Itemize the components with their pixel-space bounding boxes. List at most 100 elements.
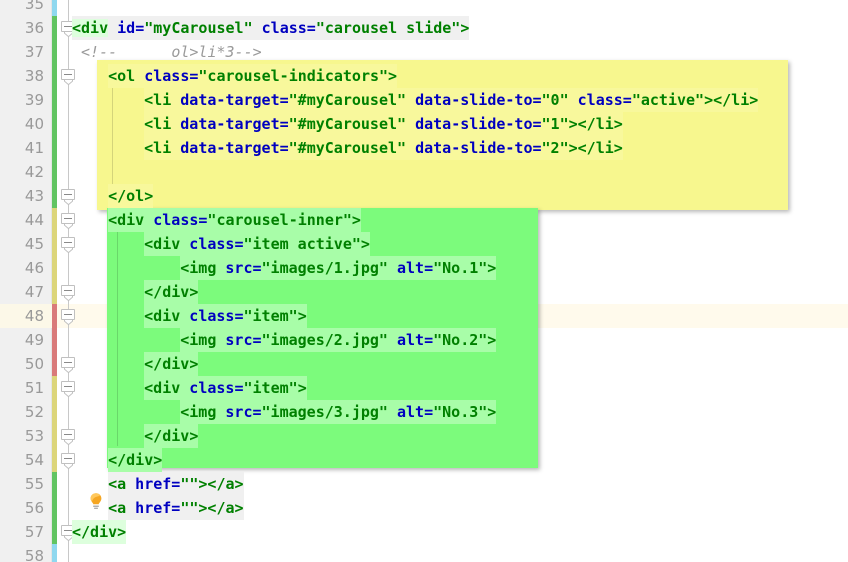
code-token: > (613, 139, 623, 157)
code-token: "item" (243, 379, 298, 397)
line-number: 55 (24, 475, 44, 493)
code-token: <img (180, 259, 217, 277)
code-token: <a (108, 475, 127, 493)
vcs-strip-segment[interactable] (52, 208, 57, 304)
indent-guide-yellow (112, 84, 113, 200)
line-number: 48 (24, 307, 44, 325)
code-line[interactable]: <a href=""></a> (108, 496, 244, 520)
line-number: 58 (24, 547, 44, 562)
lightbulb-icon[interactable] (86, 491, 106, 515)
code-token: alt= (387, 403, 434, 421)
code-line[interactable]: </div> (72, 520, 127, 544)
code-line[interactable]: <div class="item"> (144, 376, 307, 400)
code-token: <a (108, 499, 127, 517)
code-line[interactable]: <img src="images/1.jpg" alt="No.1"> (180, 256, 497, 280)
code-token: "#myCarousel" (288, 115, 407, 133)
code-line[interactable]: </div> (144, 280, 199, 304)
fold-toggle-icon[interactable] (61, 357, 76, 373)
line-number: 54 (24, 451, 44, 469)
code-token: "images/3.jpg" (261, 403, 388, 421)
code-token: <div (144, 235, 181, 253)
code-token: id= (108, 19, 145, 37)
vcs-strip-segment[interactable] (52, 472, 57, 544)
code-token: <div (144, 307, 181, 325)
code-token: "images/2.jpg" (261, 331, 388, 349)
fold-toggle-icon[interactable] (61, 453, 76, 469)
vcs-strip-segment[interactable] (52, 0, 57, 16)
code-line[interactable]: <div class="carousel-inner"> (108, 208, 361, 232)
code-line[interactable]: <a href=""></a> (108, 472, 244, 496)
gutter-divider (51, 0, 52, 562)
code-token: "2" (541, 139, 569, 157)
code-token: </li (577, 139, 614, 157)
code-token: data-target= (171, 139, 289, 157)
fold-toggle-icon[interactable] (61, 285, 76, 301)
vcs-strip-segment[interactable] (52, 544, 57, 562)
code-line[interactable]: </div> (108, 448, 163, 472)
code-token: </div (144, 283, 190, 301)
code-token: > (297, 379, 307, 397)
code-line[interactable]: <div id="myCarousel" class="carousel sli… (72, 16, 470, 40)
code-token: > (189, 427, 199, 445)
code-token: "carousel slide" (315, 19, 461, 37)
code-line[interactable]: <ol class="carousel-indicators"> (108, 64, 398, 88)
code-line[interactable]: <div class="item active"> (144, 232, 370, 256)
line-number: 36 (24, 19, 44, 37)
fold-toggle-icon[interactable] (61, 237, 76, 253)
code-line[interactable]: <div class="item"> (144, 304, 307, 328)
line-number: 37 (24, 43, 44, 61)
code-token: > (198, 499, 208, 517)
code-token: </a (207, 475, 235, 493)
vcs-strip-segment[interactable] (52, 304, 57, 376)
code-line[interactable]: <!-- ol>li*3--> (81, 40, 262, 64)
code-token: > (351, 211, 361, 229)
fold-toggle-icon[interactable] (61, 381, 76, 397)
code-line[interactable]: <li data-target="#myCarousel" data-slide… (144, 112, 623, 136)
code-line[interactable]: <li data-target="#myCarousel" data-slide… (144, 136, 623, 160)
code-token: > (704, 91, 714, 109)
line-number: 47 (24, 283, 44, 301)
code-token: <li (144, 139, 172, 157)
code-token: > (460, 19, 470, 37)
code-line[interactable]: </div> (144, 352, 199, 376)
code-line[interactable]: <img src="images/2.jpg" alt="No.2"> (180, 328, 497, 352)
code-token: > (153, 451, 163, 469)
line-number: 46 (24, 259, 44, 277)
code-token: "item" (243, 307, 298, 325)
vcs-strip-segment[interactable] (52, 16, 57, 208)
fold-toggle-icon[interactable] (61, 69, 76, 85)
code-token: "0" (541, 91, 569, 109)
code-line[interactable]: </ol> (108, 184, 154, 208)
code-line[interactable]: </div> (144, 424, 199, 448)
line-number: 43 (24, 187, 44, 205)
line-number: 53 (24, 427, 44, 445)
code-token: src= (216, 403, 262, 421)
code-token: class= (568, 91, 632, 109)
code-token: "images/1.jpg" (261, 259, 388, 277)
fold-toggle-icon[interactable] (61, 213, 76, 229)
vcs-strip-segment[interactable] (52, 376, 57, 472)
fold-toggle-icon[interactable] (61, 429, 76, 445)
code-token: > (234, 475, 244, 493)
fold-guide-line (68, 0, 69, 562)
code-token: </ol (108, 187, 145, 205)
code-token: > (613, 115, 623, 133)
code-token: "#myCarousel" (288, 139, 407, 157)
fold-toggle-icon[interactable] (61, 309, 76, 325)
code-token: > (297, 307, 307, 325)
line-number: 41 (24, 139, 44, 157)
code-token: <img (180, 331, 217, 349)
code-token: class= (135, 67, 199, 85)
code-token: "#myCarousel" (288, 91, 407, 109)
line-number: 39 (24, 91, 44, 109)
fold-toggle-icon[interactable] (61, 189, 76, 205)
code-token: <div (72, 19, 109, 37)
code-token: </div (144, 355, 190, 373)
code-token: class= (144, 211, 208, 229)
line-number: 38 (24, 67, 44, 85)
code-line[interactable]: <li data-target="#myCarousel" data-slide… (144, 88, 759, 112)
code-line[interactable]: <img src="images/3.jpg" alt="No.3"> (180, 400, 497, 424)
code-token: alt= (387, 331, 434, 349)
